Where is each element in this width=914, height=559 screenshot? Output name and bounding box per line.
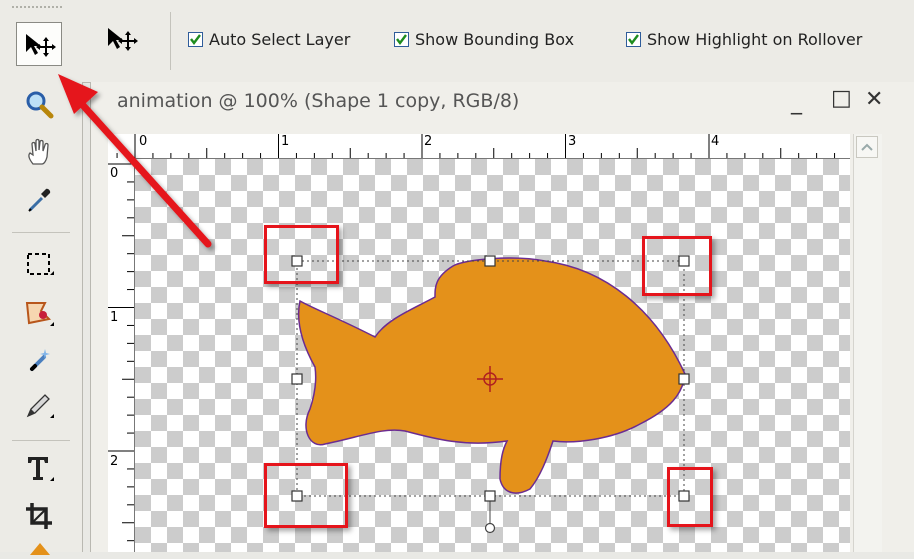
show-bounding-box-checkbox[interactable] bbox=[394, 32, 409, 47]
rectangular-marquee-icon bbox=[27, 253, 54, 275]
lasso-tool-button[interactable] bbox=[16, 292, 62, 336]
eyedropper-tool-icon bbox=[28, 188, 51, 212]
auto-select-layer-checkbox[interactable] bbox=[188, 32, 203, 47]
center-point-marker[interactable] bbox=[477, 366, 503, 392]
show-highlight-checkbox[interactable] bbox=[626, 32, 641, 47]
show-bounding-box-label: Show Bounding Box bbox=[415, 30, 575, 49]
checkmark-icon bbox=[190, 34, 201, 45]
highlight-box-bottom-left-handle bbox=[264, 463, 348, 528]
move-tool-button[interactable] bbox=[16, 22, 62, 66]
transform-handle-middle-right[interactable] bbox=[678, 373, 690, 385]
transform-handle-bottom-middle[interactable] bbox=[484, 490, 496, 502]
ruler-label: 2 bbox=[110, 454, 119, 469]
fish-shape[interactable] bbox=[297, 257, 686, 494]
eyedropper-tool-button[interactable] bbox=[16, 178, 62, 222]
horizontal-ruler[interactable]: 0 1 2 3 4 bbox=[108, 134, 850, 159]
type-tool-icon bbox=[28, 457, 54, 481]
document-window: animation @ 100% (Shape 1 copy, RGB/8) _… bbox=[90, 82, 914, 552]
ruler-label: 0 bbox=[110, 166, 119, 181]
vertical-ruler[interactable]: 0 1 2 bbox=[108, 158, 135, 552]
current-tool-icon bbox=[104, 24, 138, 56]
show-highlight-option[interactable]: Show Highlight on Rollover bbox=[626, 30, 862, 49]
show-bounding-box-option[interactable]: Show Bounding Box bbox=[394, 30, 574, 49]
ruler-ticks bbox=[108, 163, 134, 542]
chevron-up-icon bbox=[861, 143, 873, 151]
transform-handle-bottom-right[interactable] bbox=[678, 490, 690, 502]
transform-handle-top-left[interactable] bbox=[291, 255, 303, 267]
transform-handle-bottom-left[interactable] bbox=[291, 490, 303, 502]
close-button[interactable]: ✕ bbox=[865, 87, 884, 112]
crop-tool-icon bbox=[26, 503, 52, 529]
auto-select-layer-label: Auto Select Layer bbox=[209, 30, 351, 49]
zoom-tool-icon bbox=[26, 91, 54, 119]
shape-tool-icon[interactable] bbox=[30, 540, 50, 559]
type-tool-button[interactable] bbox=[16, 446, 62, 490]
canvas-artwork bbox=[291, 255, 690, 534]
rotation-handle[interactable] bbox=[484, 522, 496, 534]
crop-tool-button[interactable] bbox=[16, 494, 62, 538]
scroll-up-button[interactable] bbox=[856, 136, 878, 158]
ruler-ticks bbox=[116, 134, 836, 158]
transform-handle-middle-left[interactable] bbox=[291, 373, 303, 385]
ruler-label: 1 bbox=[281, 134, 290, 149]
maximize-button[interactable]: □ bbox=[831, 86, 852, 111]
ruler-label: 3 bbox=[568, 134, 577, 149]
move-tool-icon bbox=[26, 34, 56, 57]
annotation-arrow bbox=[58, 74, 212, 248]
zoom-tool-button[interactable] bbox=[16, 82, 62, 126]
ruler-label: 2 bbox=[424, 134, 433, 149]
magic-wand-tool-button[interactable] bbox=[16, 338, 62, 382]
tool-separator bbox=[12, 440, 70, 441]
options-separator bbox=[170, 12, 171, 70]
marquee-tool-button[interactable] bbox=[16, 242, 62, 286]
canvas[interactable] bbox=[135, 159, 850, 552]
highlight-box-top-right-handle bbox=[642, 236, 712, 296]
document-title: animation @ 100% (Shape 1 copy, RGB/8) bbox=[117, 90, 520, 112]
checkmark-icon bbox=[628, 34, 639, 45]
lasso-tool-icon bbox=[25, 302, 54, 326]
ruler-label: 1 bbox=[110, 310, 119, 325]
ruler-label: 0 bbox=[139, 134, 148, 149]
vertical-scrollbar[interactable] bbox=[853, 134, 882, 552]
transform-handle-top-right[interactable] bbox=[678, 255, 690, 267]
minimize-button[interactable]: _ bbox=[791, 90, 802, 115]
show-highlight-label: Show Highlight on Rollover bbox=[647, 30, 863, 49]
panel-grip[interactable] bbox=[12, 6, 62, 12]
magic-wand-icon bbox=[30, 349, 50, 371]
tool-separator bbox=[12, 232, 70, 233]
pencil-tool-button[interactable] bbox=[16, 384, 62, 428]
transform-handle-top-middle[interactable] bbox=[484, 255, 496, 267]
checkmark-icon bbox=[396, 34, 407, 45]
highlight-box-top-left-handle bbox=[264, 225, 339, 284]
pencil-tool-icon bbox=[26, 394, 54, 418]
move-tool-icon bbox=[108, 28, 138, 51]
ruler-label: 4 bbox=[711, 134, 720, 149]
hand-tool-icon bbox=[28, 138, 49, 165]
auto-select-layer-option[interactable]: Auto Select Layer bbox=[188, 30, 350, 49]
hand-tool-button[interactable] bbox=[16, 130, 62, 174]
highlight-box-bottom-right-handle bbox=[667, 467, 713, 527]
